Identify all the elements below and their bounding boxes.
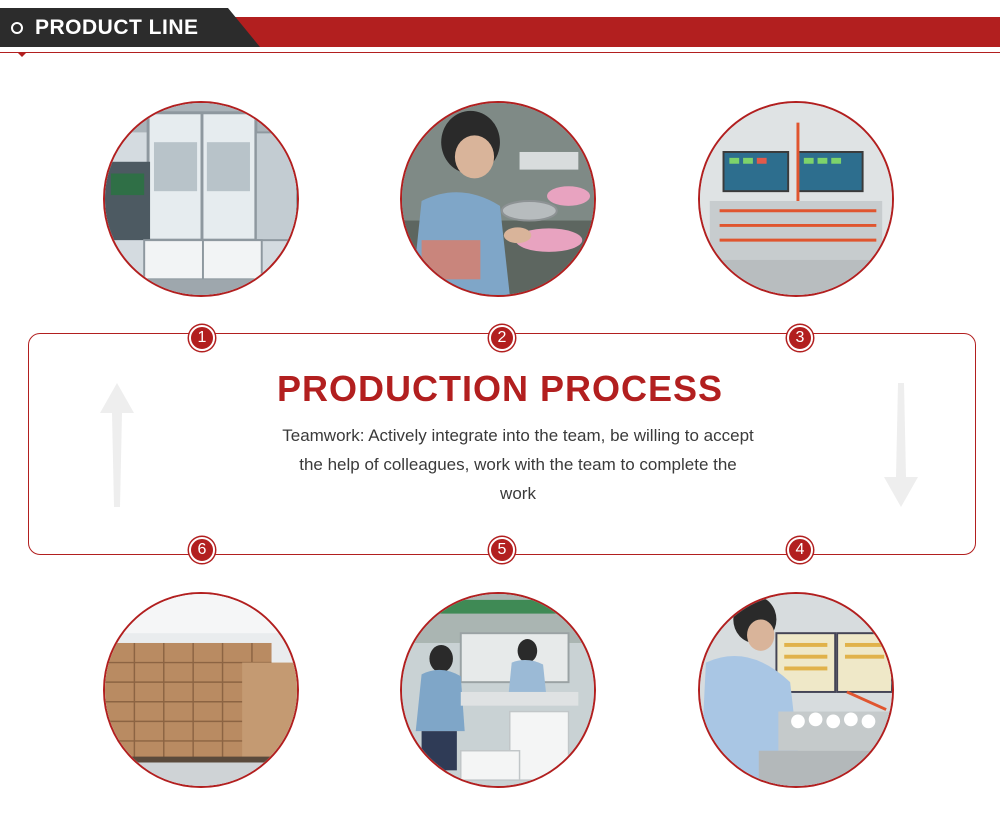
photo-warehouse-cartons (103, 592, 299, 788)
arrow-up-icon (100, 383, 134, 507)
ring-icon (11, 22, 23, 34)
header-dark-tab (0, 8, 260, 47)
process-title: PRODUCTION PROCESS (276, 368, 724, 409)
step-badge-6: 6 (189, 537, 215, 563)
photo-manual-assembly (400, 101, 596, 297)
step-badge-2: 2 (489, 325, 515, 351)
header-tick-icon (17, 52, 27, 57)
step-badge-3: 3 (787, 325, 813, 351)
step-badge-1: 1 (189, 325, 215, 351)
header-divider (0, 52, 1000, 53)
photo-packing-workshop (400, 592, 596, 788)
photo-quality-inspection (698, 592, 894, 788)
section-header: PRODUCT LINE (0, 0, 1000, 57)
photo-automated-machine (103, 101, 299, 297)
step-badge-4: 4 (787, 537, 813, 563)
photo-aging-test-rack (698, 101, 894, 297)
arrow-down-icon (884, 383, 918, 507)
header-red-bar (230, 17, 1000, 47)
section-title: PRODUCT LINE (35, 16, 199, 39)
step-badge-5: 5 (489, 537, 515, 563)
process-description: Teamwork: Actively integrate into the te… (282, 426, 754, 503)
